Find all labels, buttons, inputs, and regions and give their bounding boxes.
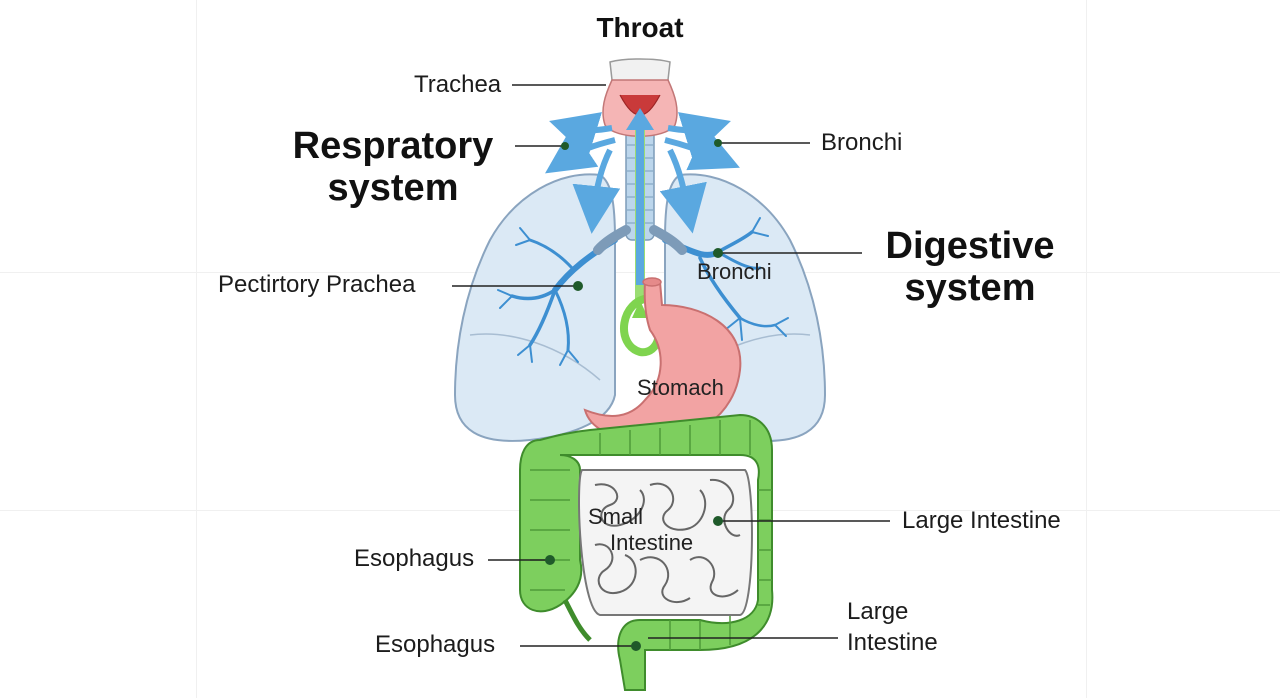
label-trachea: Trachea — [414, 71, 502, 98]
main-bronchi — [593, 225, 687, 255]
diagram-title: Throat — [596, 12, 684, 43]
digestive-heading-line1: Digestive — [885, 225, 1055, 267]
label-small-intestine-line1: Small — [588, 504, 644, 529]
grid-line — [1086, 0, 1087, 698]
respiratory-system-heading: Respratory system — [288, 125, 498, 209]
label-esophagus-mid: Esophagus — [354, 545, 475, 572]
colon-haustra — [530, 420, 772, 650]
respiratory-heading-line2: system — [327, 167, 459, 209]
label-large-intestine-bottom-line1: Large — [847, 598, 909, 625]
leader-dots — [545, 139, 723, 651]
label-pectirtory-prachea: Pectirtory Prachea — [218, 271, 416, 298]
left-lung — [453, 173, 616, 442]
label-small-intestine-line2: Intestine — [610, 530, 694, 555]
stomach — [583, 281, 742, 442]
respiratory-arrows — [545, 112, 740, 234]
leader-lines — [452, 84, 890, 647]
label-large-intestine-right: Large Intestine — [902, 507, 1061, 534]
digestive-heading-line2: system — [904, 267, 1036, 309]
large-intestine — [519, 413, 774, 691]
digestive-system-heading: Digestive system — [875, 225, 1065, 309]
label-esophagus-bottom: Esophagus — [375, 631, 496, 658]
appendix — [562, 598, 592, 642]
small-intestine-loops — [594, 478, 741, 604]
small-intestine — [578, 469, 753, 616]
swirl-arrow-head — [632, 300, 648, 318]
stomach-opening — [642, 277, 662, 287]
airflow-arrow-head — [626, 108, 654, 130]
label-bronchi-top: Bronchi — [821, 129, 903, 156]
lung-fissure — [469, 333, 601, 381]
label-stomach: Stomach — [637, 375, 724, 400]
grid-line — [196, 0, 197, 698]
label-large-intestine-bottom-line2: Intestine — [847, 629, 938, 656]
label-bronchi-inner: Bronchi — [697, 259, 772, 284]
respiratory-heading-line1: Respratory — [292, 125, 494, 167]
